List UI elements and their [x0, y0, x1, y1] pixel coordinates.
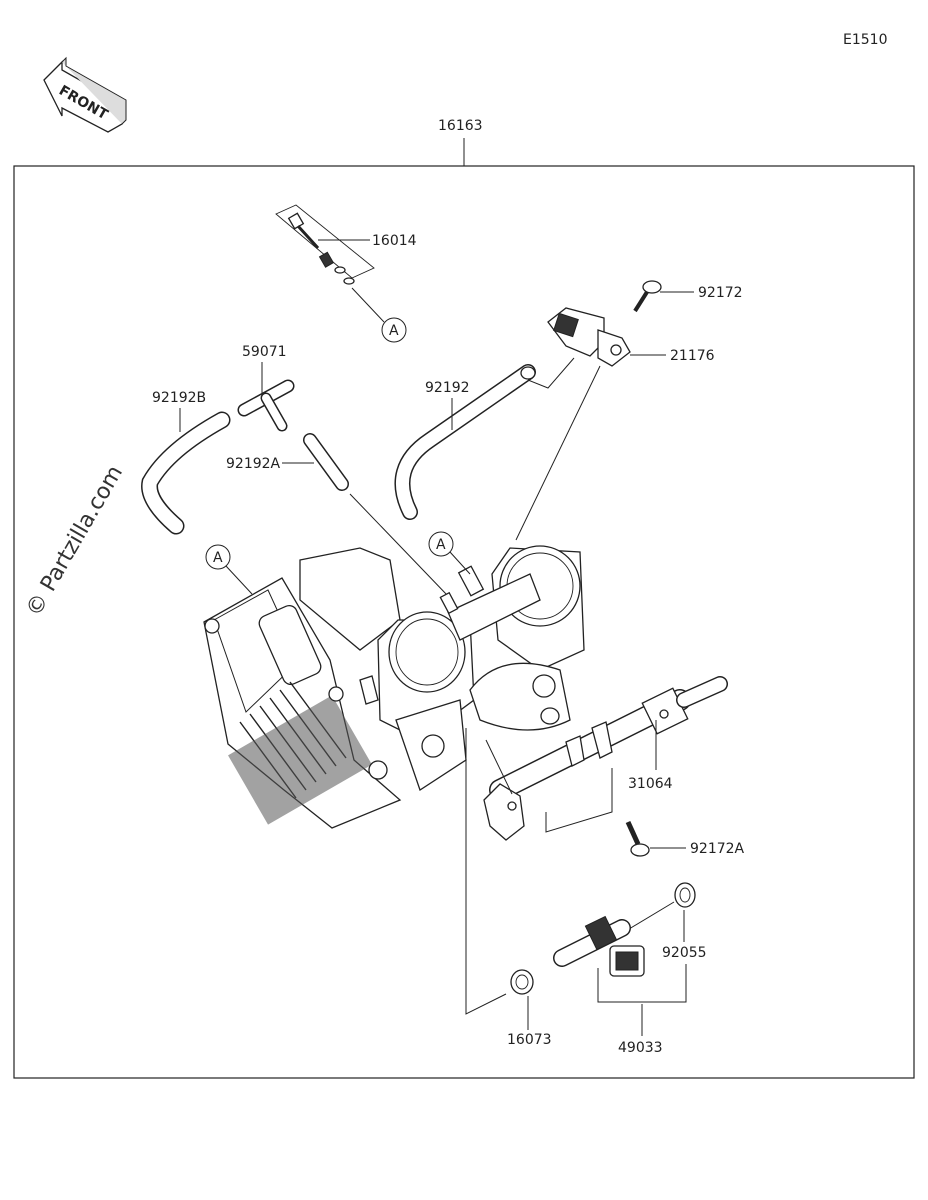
ref-marker-a-top[interactable]	[381, 317, 407, 343]
label-92055: 92055	[662, 945, 707, 961]
svg-text:A: A	[389, 323, 399, 339]
diagram-code: E1510	[843, 32, 887, 48]
hose-92192[interactable]	[394, 364, 536, 520]
fuel-rail-31064[interactable]	[483, 676, 728, 841]
screw-92172a[interactable]	[625, 820, 650, 857]
label-92172a: 92172A	[690, 841, 745, 857]
sensor-21176[interactable]	[547, 307, 631, 367]
svg-text:A: A	[213, 550, 223, 566]
front-arrow-icon: FRONT	[43, 56, 127, 133]
label-16014: 16014	[372, 233, 417, 249]
oring-92055[interactable]	[674, 882, 696, 908]
watermark: © Partzilla.com	[22, 461, 129, 621]
label-92172: 92172	[698, 285, 743, 301]
ref-marker-a-left[interactable]	[205, 544, 231, 570]
screw-92172[interactable]	[633, 280, 662, 313]
label-92192a: 92192A	[226, 456, 281, 472]
ref-marker-a-middle[interactable]	[428, 531, 454, 557]
tjoint-59071[interactable]	[237, 379, 295, 432]
label-31064: 31064	[628, 776, 673, 792]
screw-kit-16014[interactable]	[275, 204, 375, 285]
hose-92192b[interactable]	[141, 411, 231, 535]
label-59071: 59071	[242, 344, 287, 360]
svg-text:A: A	[436, 537, 446, 553]
label-92192: 92192	[425, 380, 470, 396]
assembly-label: 16163	[438, 118, 483, 134]
washer-16073[interactable]	[510, 969, 534, 995]
assembly-frame	[13, 165, 915, 1079]
hose-92192a[interactable]	[303, 433, 349, 491]
label-21176: 21176	[670, 348, 715, 364]
throttle-body-assembly[interactable]	[203, 545, 585, 829]
label-49033: 49033	[618, 1040, 663, 1056]
label-92192b: 92192B	[152, 390, 206, 406]
label-16073: 16073	[507, 1032, 552, 1048]
sensor-49033[interactable]	[553, 915, 645, 977]
